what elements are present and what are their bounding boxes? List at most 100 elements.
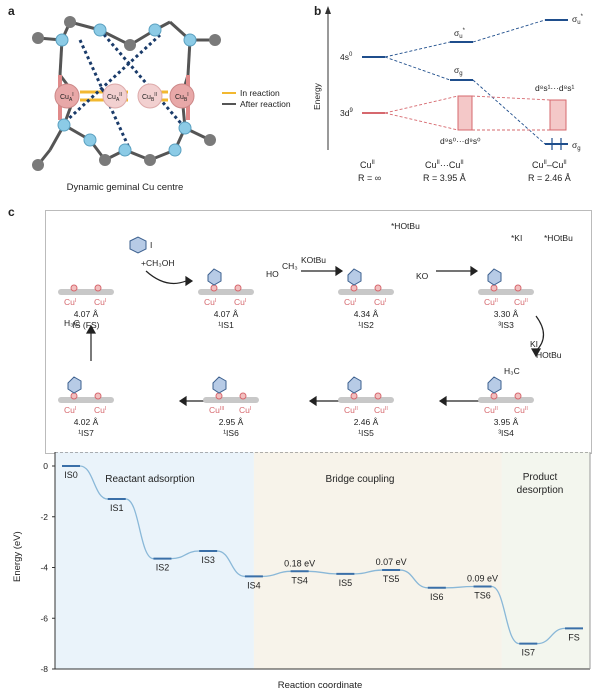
sigma-u-mid-label: σu* bbox=[454, 28, 466, 40]
x-axis-label: Reaction coordinate bbox=[278, 680, 363, 691]
cu-oxidation-left: CuII bbox=[484, 405, 498, 415]
state-label: IS5 bbox=[339, 578, 353, 588]
cu-distance: 3.30 Å bbox=[494, 309, 519, 319]
legend-in-reaction: In reaction bbox=[240, 88, 280, 98]
cu-left-label: CuAI bbox=[60, 92, 74, 103]
h3c-is4-label: H₃C bbox=[504, 366, 520, 376]
h3c-label: H₃C bbox=[64, 318, 80, 328]
cu-site bbox=[234, 284, 242, 292]
barrier-label: 0.07 eV bbox=[376, 557, 407, 567]
state-label: IS0 bbox=[64, 470, 78, 480]
cu-oxidation-right: CuI bbox=[374, 297, 387, 307]
state-name: ¹IS2 bbox=[358, 320, 374, 330]
benzene-ring bbox=[487, 376, 502, 394]
cu-site bbox=[70, 392, 78, 400]
state-name: ¹IS7 bbox=[78, 428, 94, 438]
hotbu-star-label: *HOtBu bbox=[391, 221, 420, 231]
d-band-mid bbox=[457, 95, 473, 131]
benzene-ring bbox=[347, 376, 362, 394]
panel-a-caption: Dynamic geminal Cu centre bbox=[67, 182, 184, 193]
mechanism-panel: I +CH₃OH KOtBu *HOtBu *KI *HOtBu KI HOtB… bbox=[45, 210, 592, 454]
orbital-energy-diagram: Energy 4s0 3d9 σu* σg σu* σg d⁸s¹···d⁸s¹ bbox=[312, 6, 584, 183]
config-right-label: d⁸s¹···d⁸s¹ bbox=[535, 83, 574, 93]
panel-b-letter: b bbox=[314, 4, 322, 18]
cu-oxidation-right: CuII bbox=[514, 297, 528, 307]
state-label: IS4 bbox=[247, 580, 261, 590]
state-label: IS3 bbox=[201, 555, 215, 565]
state-bottom-3 bbox=[478, 376, 534, 403]
column1-title: CuII bbox=[360, 160, 375, 170]
cu-site bbox=[94, 392, 102, 400]
benzene-ring bbox=[487, 268, 502, 286]
region-reactant-adsorption-bg bbox=[55, 452, 254, 669]
cu-site bbox=[215, 392, 223, 400]
cu-oxidation-right: CuI bbox=[94, 297, 107, 307]
state-name: ¹IS5 bbox=[358, 428, 374, 438]
column3-title: CuII–CuII bbox=[532, 160, 567, 170]
cu-oxidation-left: CuII bbox=[484, 297, 498, 307]
cu-oxidation-left: CuI bbox=[344, 297, 357, 307]
region-reactant-adsorption: Reactant adsorption bbox=[105, 474, 195, 485]
state-top-2 bbox=[338, 268, 394, 295]
svg-text:desorption: desorption bbox=[517, 485, 564, 496]
barrier-label: 0.18 eV bbox=[284, 558, 315, 568]
methanol-label: +CH₃OH bbox=[141, 258, 174, 268]
cu-distance: 2.95 Å bbox=[219, 417, 244, 427]
state-label: TS5 bbox=[383, 574, 400, 584]
cu-site bbox=[70, 284, 78, 292]
energy-axis-label: Energy bbox=[312, 82, 322, 110]
mechanism-svg: I +CH₃OH KOtBu *HOtBu *KI *HOtBu KI HOtB… bbox=[58, 221, 573, 438]
correlation-lines-blue bbox=[384, 19, 546, 145]
sigma-g-right-label: σg bbox=[572, 140, 581, 152]
region-product-desorption: Product desorption bbox=[517, 472, 564, 496]
ki-label: KI bbox=[530, 339, 538, 349]
cu-oxidation-left: CuIII bbox=[209, 405, 225, 415]
nitrogen-atoms bbox=[55, 23, 197, 157]
surface-slab bbox=[198, 289, 254, 295]
cu-right-label: CuBI bbox=[175, 92, 189, 103]
y-tick-label: -6 bbox=[40, 613, 48, 623]
cu-oxidation-left: CuI bbox=[204, 297, 217, 307]
ho-label: HO bbox=[266, 269, 279, 279]
state-bottom-0 bbox=[58, 376, 114, 403]
panel-b: b Energy 4s0 3d9 σu* σg σu* σg bbox=[300, 0, 600, 198]
benzene-ring bbox=[207, 268, 222, 286]
benzene-ring bbox=[347, 268, 362, 286]
y-axis-label: Energy (eV) bbox=[12, 531, 23, 582]
level-3d-label: 3d9 bbox=[340, 108, 353, 118]
column3-distance: R = 2.46 Å bbox=[528, 173, 571, 183]
y-tick-label: -2 bbox=[40, 512, 48, 522]
hotbu-label: HOtBu bbox=[536, 350, 562, 360]
benzene-ring bbox=[212, 376, 227, 394]
ko-label: KO bbox=[416, 271, 429, 281]
cu-oxidation-left: CuI bbox=[64, 405, 77, 415]
surface-slab bbox=[478, 397, 534, 403]
cu-oxidation-right: CuII bbox=[514, 405, 528, 415]
cu-site bbox=[239, 392, 247, 400]
legend-after-reaction: After reaction bbox=[240, 99, 291, 109]
cu-site bbox=[374, 392, 382, 400]
panel-a: a bbox=[0, 0, 300, 198]
region-bridge-coupling: Bridge coupling bbox=[326, 474, 395, 485]
level-4s-label: 4s0 bbox=[340, 52, 353, 62]
carbon-atoms bbox=[32, 16, 221, 171]
ch3-label: CH₃ bbox=[282, 261, 298, 271]
surface-slab bbox=[203, 397, 259, 403]
region-bridge-coupling-bg bbox=[253, 452, 502, 669]
state-label: TS4 bbox=[291, 575, 308, 585]
state-name: ¹IS1 bbox=[218, 320, 234, 330]
column1-distance: R = ∞ bbox=[358, 173, 381, 183]
cu-site bbox=[514, 392, 522, 400]
reaction-arrows bbox=[85, 265, 545, 407]
cu-distance: 2.46 Å bbox=[354, 417, 379, 427]
state-bottom-2 bbox=[338, 376, 394, 403]
state-label: IS2 bbox=[156, 563, 170, 573]
surface-slab bbox=[58, 289, 114, 295]
barrier-label: 0.09 eV bbox=[467, 574, 498, 584]
y-tick-label: -4 bbox=[40, 563, 48, 573]
state-name: ¹IS6 bbox=[223, 428, 239, 438]
energy-profile-panel: Energy (eV) Reaction coordinate Reactant… bbox=[0, 451, 600, 693]
cu-oxidation-left: CuI bbox=[64, 297, 77, 307]
surface-slab bbox=[478, 289, 534, 295]
column2-title: CuII···CuII bbox=[425, 160, 464, 170]
